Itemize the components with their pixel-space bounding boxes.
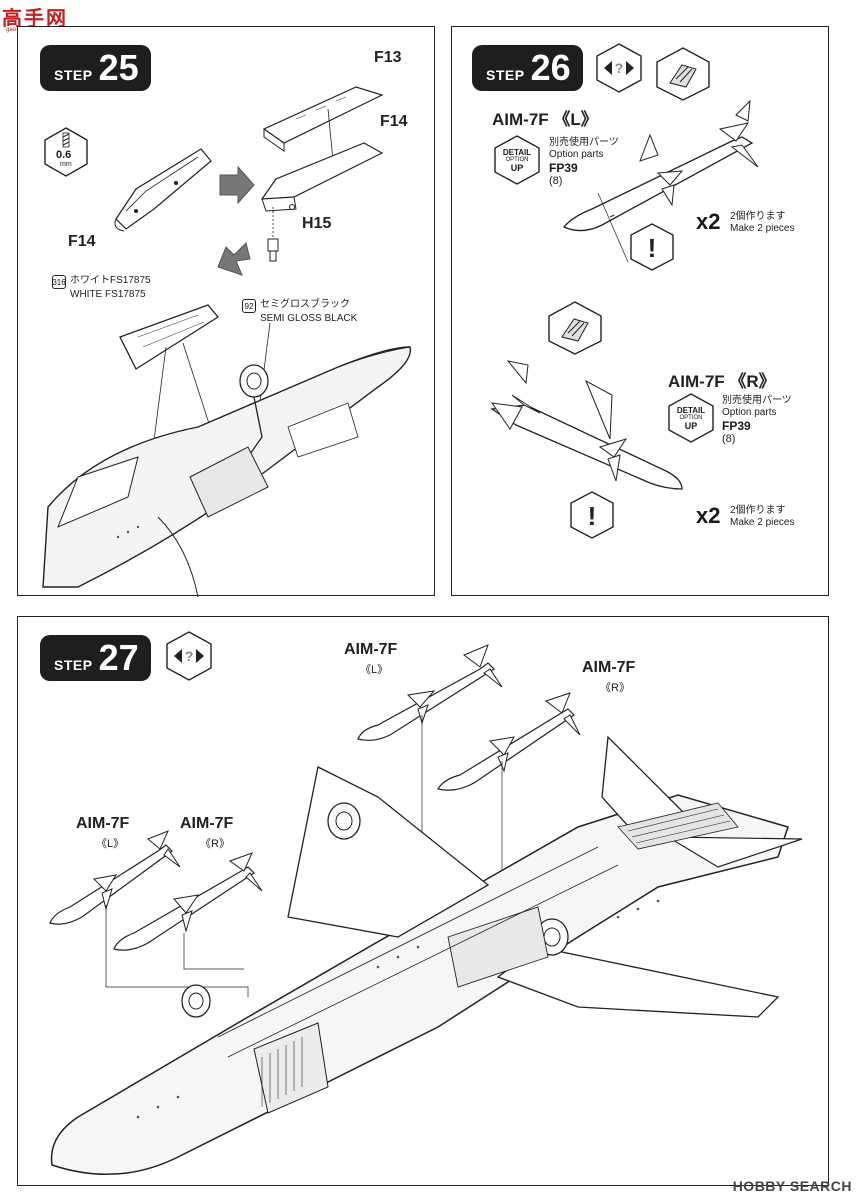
alternate-parts-icon: ? xyxy=(596,43,642,93)
step-number: 25 xyxy=(98,47,139,88)
part-f13-f14-assembly xyxy=(260,86,384,212)
detail-up-line2: OPTION xyxy=(679,415,703,421)
step-25-panel: STEP 25 0.6 mm F14 F13 F1 xyxy=(17,26,435,598)
assembly-arrow-down-left xyxy=(217,242,251,276)
paint-name-en: WHITE FS17875 xyxy=(70,289,146,300)
svg-text:!: ! xyxy=(588,501,597,531)
drill-unit: mm xyxy=(60,161,72,168)
step-number: 27 xyxy=(98,637,139,678)
paint-name-jp: ホワイトFS17875 xyxy=(70,275,151,286)
step-word: STEP xyxy=(486,67,525,83)
detail-up-badge xyxy=(668,393,714,443)
aircraft-nose-gear-bay-drawing xyxy=(42,304,412,598)
missile-aim7f-left-bottom xyxy=(49,830,181,925)
step-27-panel: STEP 27 ? AIM-7F 《L》 AIM-7F 《R》 AIM-7F 《… xyxy=(17,616,829,1186)
missile-aim7f-right-bottom xyxy=(113,852,263,951)
missile-title-left: AIM-7F 《L》 xyxy=(492,110,598,129)
drill-size: 0.6 xyxy=(56,149,72,161)
missile-label: AIM-7F xyxy=(180,815,234,832)
step-word: STEP xyxy=(54,67,93,83)
detail-up-line3: UP xyxy=(684,421,698,431)
part-label-f14-top: F14 xyxy=(380,113,408,130)
option-parts-en: Option parts xyxy=(722,407,777,418)
assembly-arrow-right xyxy=(219,165,255,205)
option-parts-jp: 別売使用パーツ xyxy=(722,395,792,406)
missile-side: 《L》 xyxy=(360,664,389,676)
step-26-panel: STEP 26 ? AIM-7F 《L》 DETAIL OPTION UP 別売… xyxy=(451,26,829,596)
detail-up-line2: OPTION xyxy=(505,157,529,163)
fin-detail-icon xyxy=(656,47,710,101)
part-f14-drawing xyxy=(114,148,212,232)
fin-detail-icon xyxy=(548,301,602,355)
make-qty-en: Make 2 pieces xyxy=(730,517,795,528)
watermark-site-logo: 高手网 xyxy=(2,8,68,30)
step-badge: STEP 25 xyxy=(40,45,151,91)
part-label-f14: F14 xyxy=(68,233,96,250)
paint-name-jp: セミグロスブラック xyxy=(260,299,350,310)
missile-side: 《L》 xyxy=(96,838,125,850)
missile-side: 《R》 xyxy=(600,682,630,694)
detail-up-line1: DETAIL xyxy=(502,148,532,157)
option-part-number: (8) xyxy=(722,433,736,445)
paint-number: 92 xyxy=(242,299,256,313)
step-badge: STEP 26 xyxy=(472,45,583,91)
svg-text:?: ? xyxy=(615,60,624,76)
detail-up-badge xyxy=(494,135,540,185)
paint-name-en: SEMI GLOSS BLACK xyxy=(260,313,358,324)
option-part-code: FP39 xyxy=(549,161,578,175)
quantity-x2: x2 xyxy=(696,209,721,234)
part-label-h15: H15 xyxy=(302,215,332,232)
missile-aim7f-left-top xyxy=(357,644,503,741)
missile-aim7f-right-drawing xyxy=(490,360,683,490)
detail-up-line3: UP xyxy=(510,163,524,173)
missile-label: AIM-7F xyxy=(76,815,130,832)
option-parts-en: Option parts xyxy=(549,149,604,160)
detail-up-line1: DETAIL xyxy=(676,406,706,415)
alternate-parts-icon: ? xyxy=(166,631,212,681)
missile-label: AIM-7F xyxy=(582,659,636,676)
drill-hole-icon xyxy=(44,127,88,177)
part-h15-pin xyxy=(267,207,279,262)
warning-icon: ! xyxy=(570,491,614,539)
option-part-number: (8) xyxy=(549,175,563,187)
make-qty-jp: 2個作ります xyxy=(730,211,786,222)
watermark-brand: HOBBY SEARCH xyxy=(732,1178,852,1194)
missile-label: AIM-7F xyxy=(344,641,398,658)
make-qty-jp: 2個作ります xyxy=(730,505,786,516)
option-parts-jp: 別売使用パーツ xyxy=(549,137,619,148)
make-qty-en: Make 2 pieces xyxy=(730,223,795,234)
missile-aim7f-left-drawing xyxy=(562,99,759,263)
step-badge: STEP 27 xyxy=(40,635,151,681)
aircraft-underside-assembly-drawing xyxy=(49,644,803,1176)
svg-text:!: ! xyxy=(648,233,657,263)
step-number: 26 xyxy=(530,47,571,88)
svg-text:?: ? xyxy=(185,648,194,664)
missile-title-right: AIM-7F 《R》 xyxy=(668,372,776,391)
option-part-code: FP39 xyxy=(722,419,751,433)
step-word: STEP xyxy=(54,657,93,673)
part-label-f13: F13 xyxy=(374,49,402,66)
missile-side: 《R》 xyxy=(200,838,230,850)
warning-icon: ! xyxy=(630,223,674,271)
missile-aim7f-right-top xyxy=(437,692,581,791)
paint-number: 316 xyxy=(52,275,66,289)
quantity-x2: x2 xyxy=(696,503,721,528)
